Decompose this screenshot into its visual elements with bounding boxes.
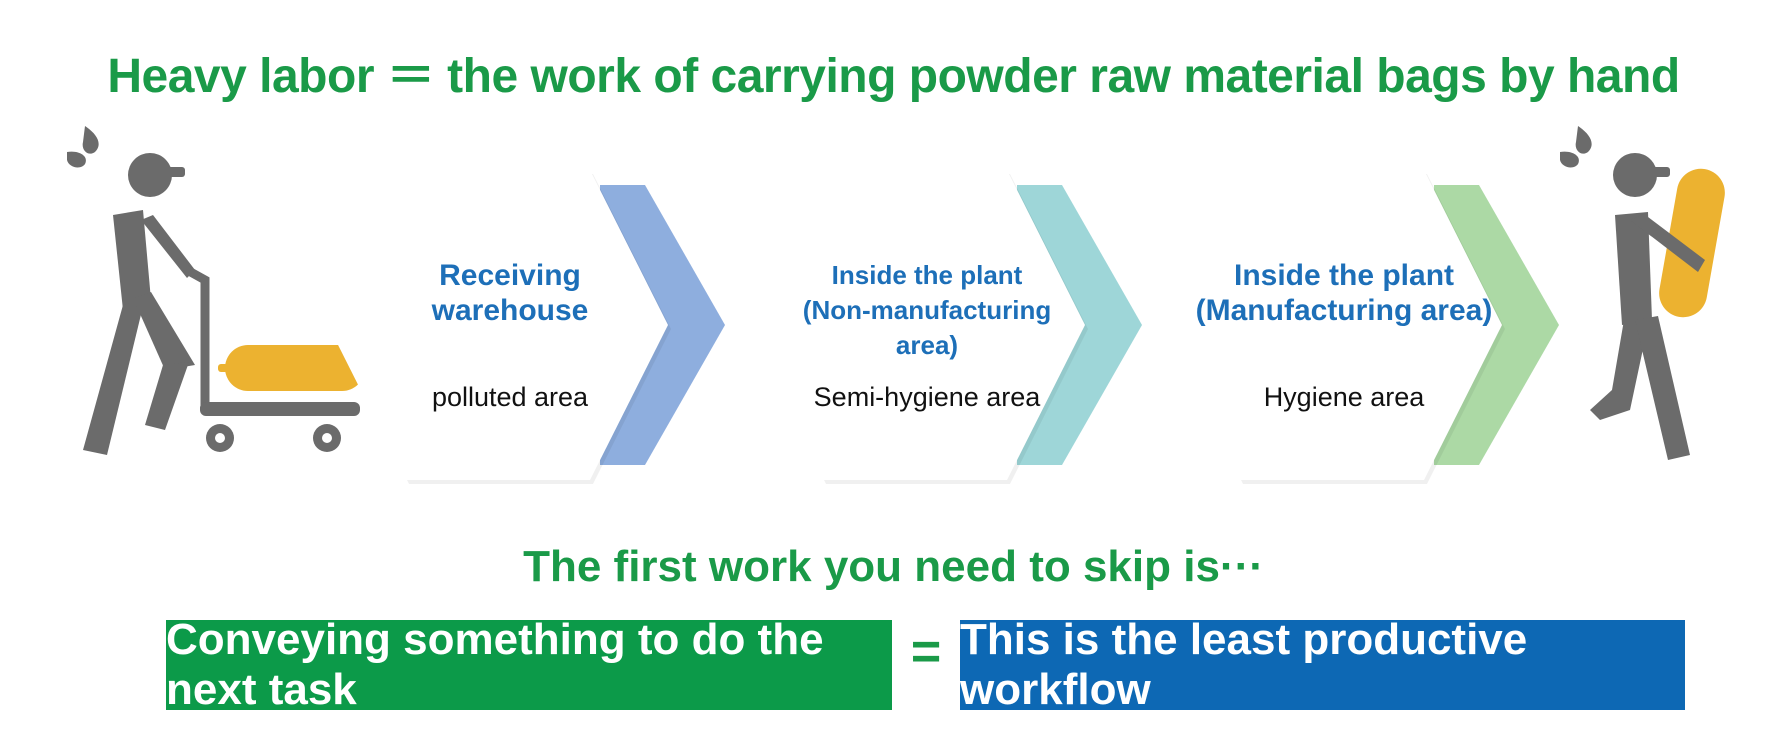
worker-carrying-bag-icon [1560,126,1725,460]
stage-hexagon-receiving [328,170,725,484]
stage-3-area-label: Hygiene area [1263,382,1425,412]
stage-2-area-label: Semi-hygiene area [813,382,1041,412]
conclusion-right-text: This is the least productive workflow [960,615,1528,714]
subtitle: The first work you need to skip is··· [523,542,1264,591]
worker-pushing-cart-icon [67,126,372,455]
conclusion-left-box: Conveying something to do the next task [166,615,892,714]
sweat-drop-icon [1560,126,1592,168]
stage-hexagon-manufacturing [1162,170,1559,484]
conclusion-right-box: This is the least productive workflow [960,615,1685,714]
stage-1-title: Receiving warehouse [431,259,589,327]
equals-sign: = [910,623,942,681]
conclusion-left-text: Conveying something to do the next task [166,615,824,714]
page-title: Heavy labor ＝ the work of carrying powde… [107,50,1680,103]
stage-1-area-label: polluted area [431,382,589,412]
stage-3-title: Inside the plant (Manufacturing area) [1195,259,1493,327]
stage-hexagon-non-manufacturing [745,170,1142,484]
sweat-drop-icon [67,126,99,168]
stage-2-title: Inside the plant (Non-manufacturing area… [802,260,1052,360]
